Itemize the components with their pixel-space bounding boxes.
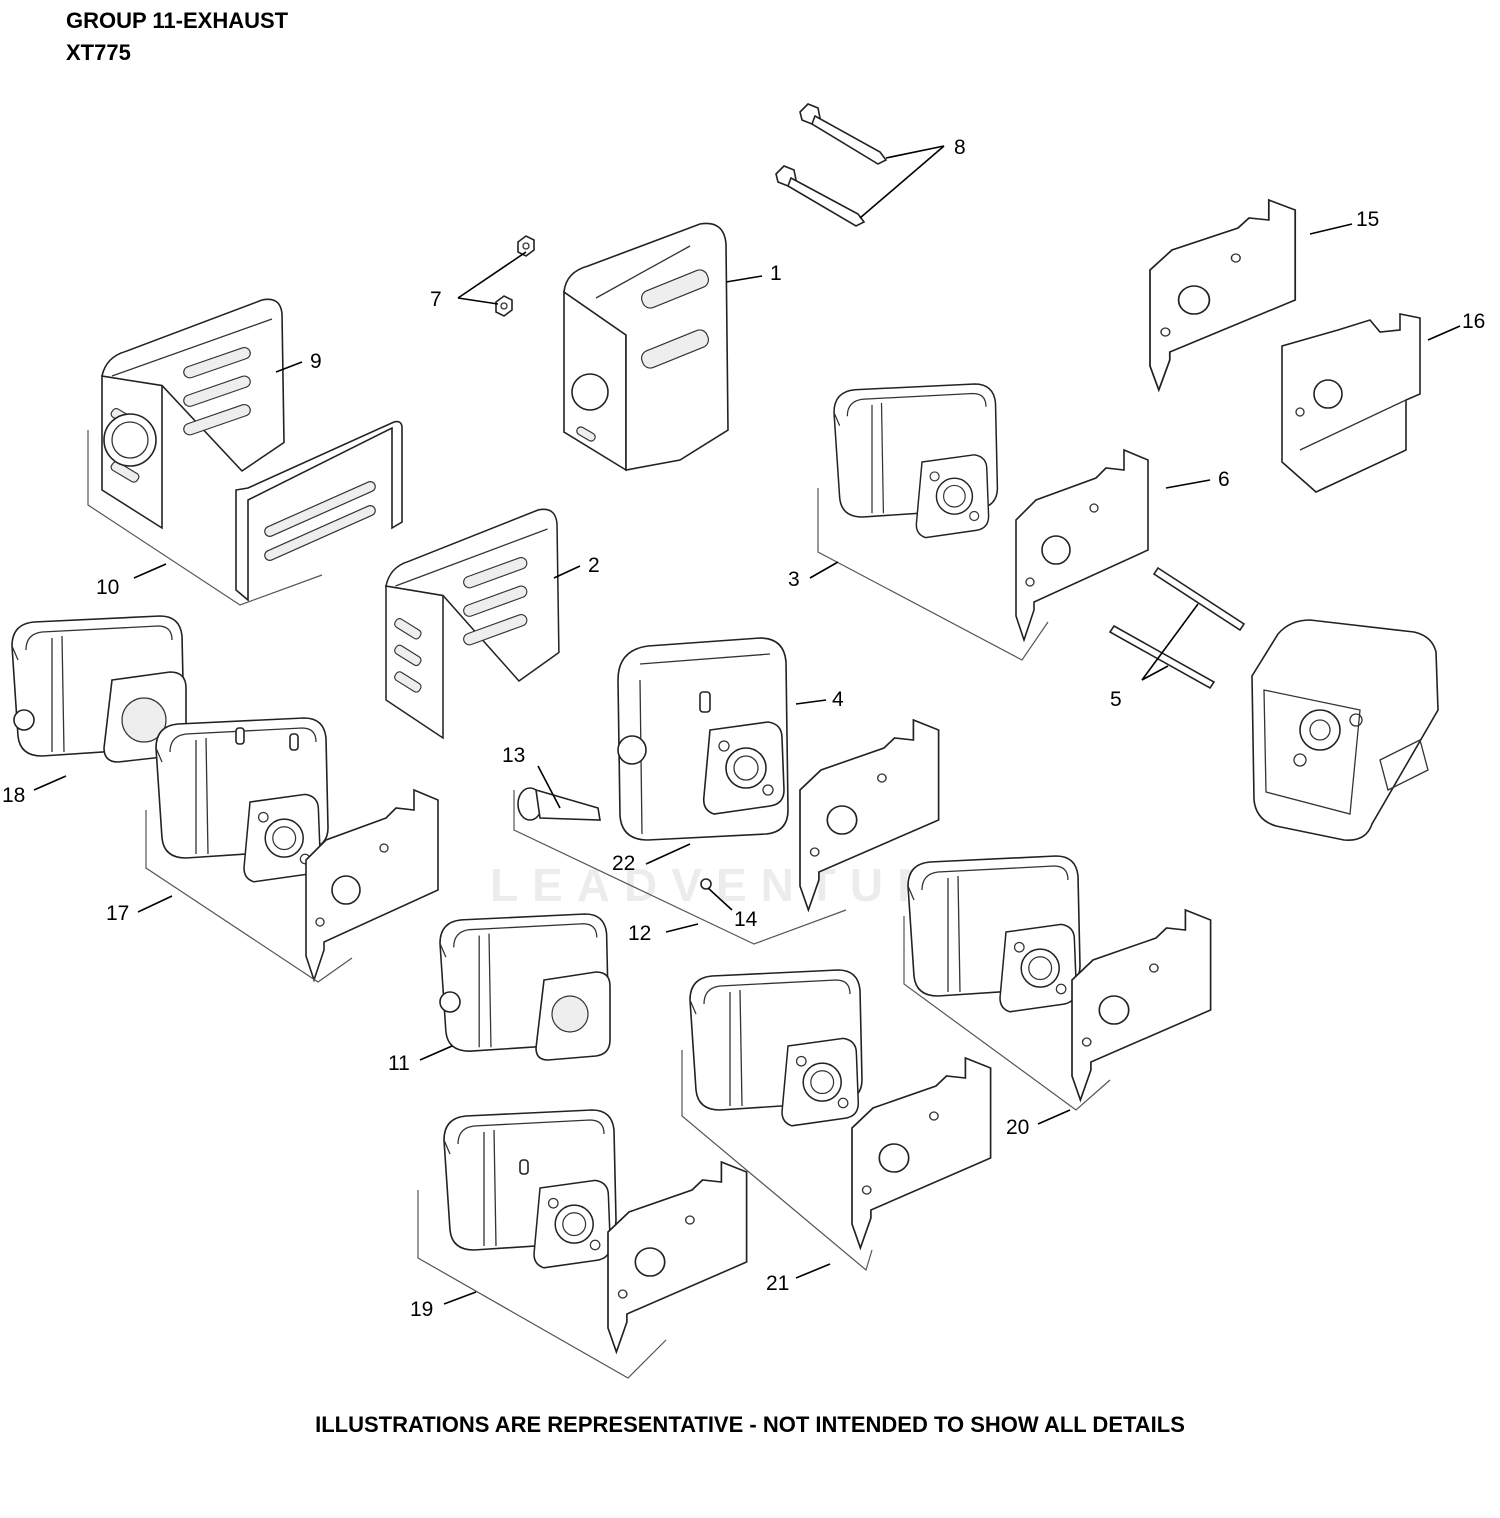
heat-shield-1 xyxy=(563,222,729,472)
cylinder-head xyxy=(1251,619,1439,841)
callout-14: 14 xyxy=(734,908,758,931)
callout-13: 13 xyxy=(502,744,525,767)
callout-5: 5 xyxy=(1110,688,1122,711)
leader-lines xyxy=(33,145,1461,1305)
callout-16: 16 xyxy=(1462,310,1485,333)
callout-1: 1 xyxy=(770,262,782,285)
heat-shield-plate-10 xyxy=(87,420,403,606)
muffler-20 xyxy=(903,855,1212,1111)
callout-3: 3 xyxy=(788,568,800,591)
callout-10: 10 xyxy=(96,576,119,599)
muffler-19 xyxy=(417,1109,748,1379)
hex-nuts-7 xyxy=(495,235,535,317)
muffler-17 xyxy=(145,717,439,983)
heat-shield-2 xyxy=(385,508,560,739)
heat-shield-9 xyxy=(101,298,285,529)
callout-2: 2 xyxy=(588,554,600,577)
callout-9: 9 xyxy=(310,350,322,373)
callout-17: 17 xyxy=(106,902,129,925)
gasket-15 xyxy=(1149,199,1297,391)
model-title: XT775 xyxy=(66,40,131,65)
callout-11: 11 xyxy=(388,1052,410,1075)
spark-arrestor-13 xyxy=(517,787,601,821)
callout-12: 12 xyxy=(628,922,651,945)
callout-numbers: 1 2 3 4 5 6 7 8 9 10 11 12 13 14 15 16 1… xyxy=(2,136,1485,1321)
watermark: LEADVENTURE xyxy=(490,859,990,911)
muffler-4 xyxy=(513,637,940,945)
bolts-8 xyxy=(775,103,888,227)
gasket-6 xyxy=(1015,449,1149,641)
callout-15: 15 xyxy=(1356,208,1379,231)
callout-22: 22 xyxy=(612,852,635,875)
muffler-3 xyxy=(817,383,1049,661)
gasket-16 xyxy=(1281,313,1421,493)
disclaimer-footer: ILLUSTRATIONS ARE REPRESENTATIVE - NOT I… xyxy=(315,1412,1185,1437)
group-title: GROUP 11-EXHAUST xyxy=(66,8,289,33)
callout-21: 21 xyxy=(766,1272,789,1295)
callout-20: 20 xyxy=(1006,1116,1029,1139)
callout-19: 19 xyxy=(410,1298,433,1321)
screw-14 xyxy=(700,878,712,890)
callout-7: 7 xyxy=(430,288,442,311)
callout-18: 18 xyxy=(2,784,25,807)
studs-5 xyxy=(1108,566,1246,690)
callout-4: 4 xyxy=(832,688,844,711)
muffler-11 xyxy=(439,913,611,1061)
callout-8: 8 xyxy=(954,136,966,159)
callout-6: 6 xyxy=(1218,468,1230,491)
muffler-21 xyxy=(681,969,992,1272)
